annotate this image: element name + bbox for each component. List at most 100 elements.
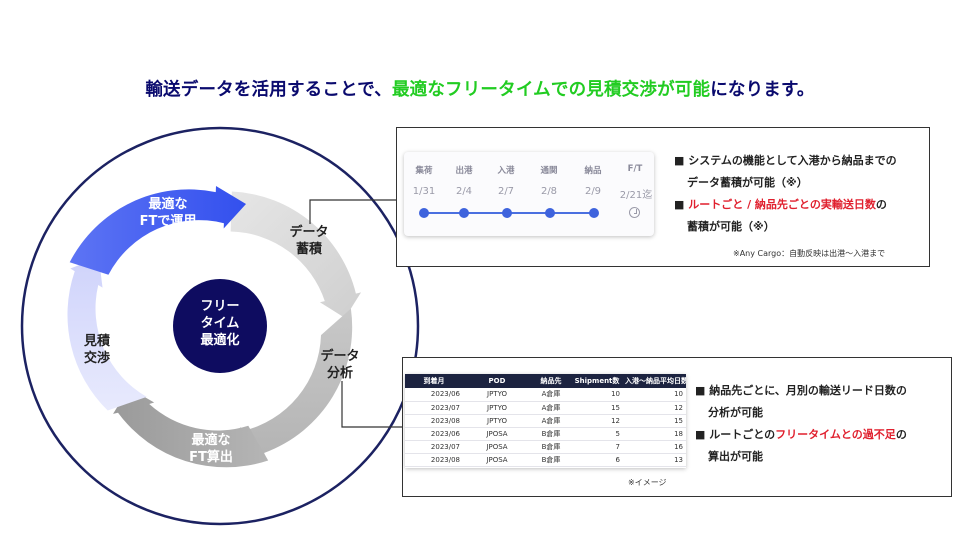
timeline-header-departure: 出港 xyxy=(455,166,473,176)
cell: 15 xyxy=(623,414,686,428)
accumulate-bullet-2-line2: 蓄積が可能（※） xyxy=(687,220,775,233)
label-accumulate-1: データ xyxy=(289,225,329,240)
cell: JPOSA xyxy=(463,440,531,454)
timeline-date-pickup: 1/31 xyxy=(412,186,436,197)
cell: 2023/06 xyxy=(405,427,463,441)
analyze-bullet-1: ■ 納品先ごとに、月別の輸送リード日数の xyxy=(695,384,907,397)
timeline-date-departure: 2/4 xyxy=(455,186,473,197)
cell: 2023/07 xyxy=(405,440,463,454)
cell: 15 xyxy=(571,401,623,415)
analyze-bullet-2-tail: の xyxy=(895,428,907,441)
cell: 2023/08 xyxy=(405,453,463,467)
cell: A倉庫 xyxy=(531,401,571,415)
col-destination: 納品先 xyxy=(531,374,571,388)
cell: 7 xyxy=(571,440,623,454)
analyze-bullet-2-highlight: フリータイムとの過不足 xyxy=(775,428,896,441)
cell: 6 xyxy=(571,453,623,467)
cell: JPTYO xyxy=(463,414,531,428)
timeline-card: 集荷 出港 入港 通関 納品 F/T 1/31 2/4 2/7 2/8 2/9 … xyxy=(404,152,654,236)
cell: 10 xyxy=(571,388,623,402)
panel-accumulate xyxy=(396,127,930,267)
col-arrival-month: 到着月 xyxy=(405,374,463,388)
cell: 16 xyxy=(623,440,686,454)
analyze-bullet-1-line2: 分析が可能 xyxy=(708,406,763,419)
arrow-calculate xyxy=(113,388,269,468)
timeline-dot xyxy=(459,208,469,218)
accumulate-bullet-2: ■ ルートごと / 納品先ごとの実輸送日数の xyxy=(674,198,887,211)
cell: JPOSA xyxy=(463,427,531,441)
label-calculate: 最適な FT算出 xyxy=(176,432,246,466)
col-avg-days: 入港～納品平均日数 xyxy=(623,374,686,388)
cell: JPTYO xyxy=(463,401,531,415)
timeline-header-ft: F/T xyxy=(627,164,643,174)
label-accumulate: データ 蓄積 xyxy=(281,224,337,258)
cell: JPTYO xyxy=(463,388,531,402)
col-pod: POD xyxy=(463,374,531,388)
timeline-date-arrival: 2/7 xyxy=(497,186,515,197)
cell: 12 xyxy=(623,401,686,415)
cell: 12 xyxy=(571,414,623,428)
cell: A倉庫 xyxy=(531,388,571,402)
accumulate-bullet-1: ■ システムの機能として入港から納品までの xyxy=(674,154,897,167)
cell: 2023/08 xyxy=(405,414,463,428)
headline-part1: 輸送データを活用することで、 xyxy=(145,80,392,100)
cell: JPOSA xyxy=(463,453,531,467)
center-label: フリー タイム 最適化 xyxy=(170,298,270,349)
analyze-bullet-2: ■ ルートごとのフリータイムとの過不足の xyxy=(695,428,907,441)
cell: 18 xyxy=(623,427,686,441)
connector-bottom xyxy=(341,381,402,428)
col-shipments: Shipment数 xyxy=(571,374,623,388)
center-line-2: タイム xyxy=(200,316,240,331)
arrow-negotiate xyxy=(67,257,147,411)
analyze-bullet-2-head: ルートごとの xyxy=(709,428,776,441)
cell: B倉庫 xyxy=(531,453,571,467)
arrow-analyze xyxy=(236,308,353,458)
analyze-bullet-2-line2: 算出が可能 xyxy=(708,450,763,463)
label-accumulate-2: 蓄積 xyxy=(295,242,322,257)
outer-ring xyxy=(20,126,420,526)
label-analyze: データ 分析 xyxy=(312,348,368,382)
label-calculate-2: FT算出 xyxy=(189,450,233,465)
cell: 2023/07 xyxy=(405,401,463,415)
cell: A倉庫 xyxy=(531,414,571,428)
accumulate-bullet-2-tail: の xyxy=(875,198,887,211)
accumulate-bullet-2-highlight: ルートごと / 納品先ごとの実輸送日数 xyxy=(688,198,876,211)
label-calculate-1: 最適な xyxy=(191,433,231,448)
timeline-date-ft: 2/21迄 xyxy=(619,190,653,201)
arrow-accumulate xyxy=(230,191,362,318)
label-analyze-2: 分析 xyxy=(326,366,353,381)
label-negotiate-2: 交渉 xyxy=(83,351,110,366)
accumulate-note: ※Any Cargo：自動反映は出港～入港まで xyxy=(733,249,886,258)
timeline-date-customs: 2/8 xyxy=(540,186,558,197)
timeline-header-delivery: 納品 xyxy=(584,166,602,176)
timeline-dot xyxy=(419,208,429,218)
timeline-dot xyxy=(589,208,599,218)
label-analyze-1: データ xyxy=(320,349,360,364)
center-line-1: フリー xyxy=(200,299,240,314)
cell: B倉庫 xyxy=(531,427,571,441)
bullet-square-icon: ■ xyxy=(695,384,706,397)
center-circle xyxy=(173,279,267,373)
table-header-row: 到着月 POD 納品先 Shipment数 入港～納品平均日数 xyxy=(405,374,686,388)
connector-top xyxy=(309,199,396,224)
bullet-square-icon: ■ xyxy=(674,154,685,167)
timeline-dot xyxy=(545,208,555,218)
timeline-header-arrival: 入港 xyxy=(497,166,515,176)
label-negotiate-1: 見積 xyxy=(83,334,110,349)
headline: 輸送データを活用することで、最適なフリータイムでの見積交渉が可能になります。 xyxy=(0,76,960,101)
clock-icon xyxy=(629,207,640,218)
label-negotiate: 見積 交渉 xyxy=(72,333,122,367)
timeline-dot xyxy=(502,208,512,218)
cell: 13 xyxy=(623,453,686,467)
headline-part3: になります。 xyxy=(710,80,815,100)
bullet-square-icon: ■ xyxy=(695,428,706,441)
timeline-header-pickup: 集荷 xyxy=(415,166,433,176)
accumulate-bullet-1-line1: システムの機能として入港から納品までの xyxy=(688,154,897,167)
